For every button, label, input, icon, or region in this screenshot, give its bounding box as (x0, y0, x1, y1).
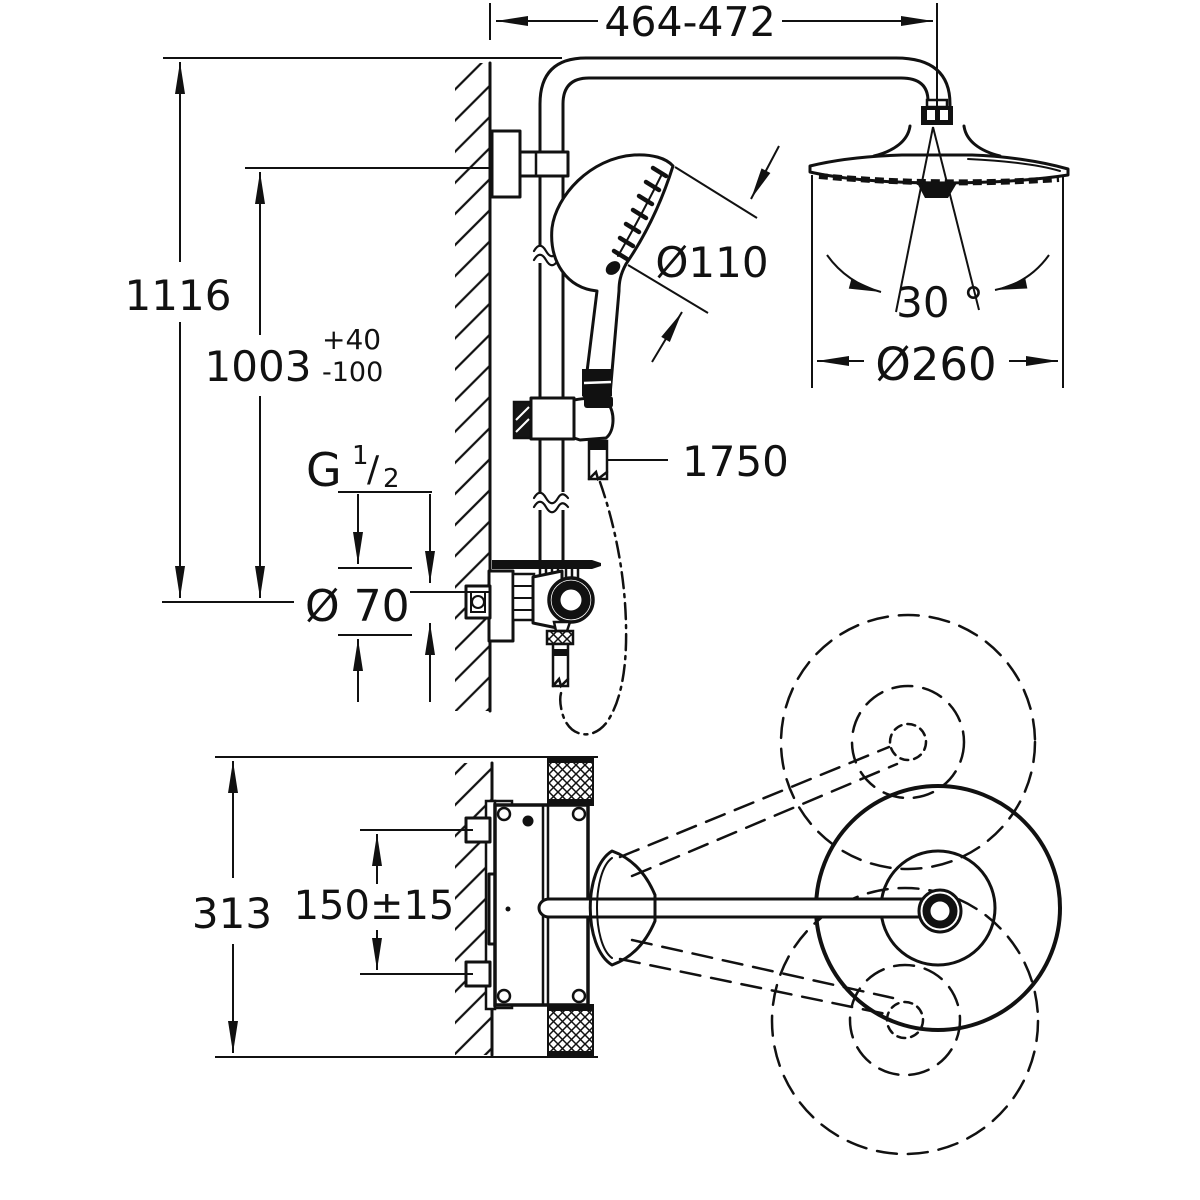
holder-body (529, 396, 576, 441)
spigot-flange (464, 584, 492, 620)
spray-nozzle-band (818, 173, 1060, 186)
bracket-clamp (518, 150, 570, 178)
dimensions-plan: 313 150±15 (192, 756, 598, 1058)
slide-rail-holder (512, 369, 615, 482)
dim-thread: G 1 / 2 (306, 441, 435, 702)
dim-hose-label: 1750 (682, 437, 789, 486)
dome-inner-line (967, 158, 1061, 172)
dim-tolerance-plus: +40 (322, 323, 381, 356)
dim-escutcheon-label: Ø 70 (305, 581, 410, 632)
swivel-arm-down (618, 957, 888, 1016)
frame-corner-screw (496, 806, 512, 822)
dim-tolerance-minus: -100 (322, 357, 383, 388)
dim-escutcheon: Ø 70 (305, 567, 489, 636)
valve-outlet-nut (545, 629, 575, 646)
head-shower-swivel-positions (618, 613, 1040, 1156)
dim-height-valve: 1003 +40 -100 (205, 167, 489, 598)
valve-handle-ring (551, 580, 591, 620)
dim-width-label: 464-472 (604, 0, 775, 46)
swivel-position-down (618, 886, 1040, 1156)
dim-spray-angle-label: 30 ° (896, 278, 984, 327)
arm-escutcheon-bell (588, 849, 657, 967)
dim-hose: 1750 (608, 437, 789, 486)
dim-width: 464-472 (489, 0, 938, 110)
swivel-arm-up (618, 745, 891, 859)
dim-depth: 313 (192, 756, 598, 1058)
bell-inner-line (596, 857, 613, 959)
arm-ball-ring (922, 893, 958, 929)
supply-spigot (464, 584, 492, 620)
thread-denominator: 2 (383, 464, 400, 494)
spigot-detail (471, 595, 485, 609)
dim-spray-angle: 30 ° (826, 126, 1050, 327)
dim-height-total: 1116 (125, 57, 562, 603)
shower-hose (558, 480, 628, 736)
frame-center-pin (505, 906, 511, 912)
finish-strip-upper (547, 756, 594, 806)
thread-slash: / (367, 449, 380, 490)
dim-height-valve-label: 1003 (205, 342, 312, 391)
valve-flange (492, 560, 592, 569)
holder-cap (584, 396, 613, 408)
dome-flare-left (872, 124, 912, 158)
pipe-inner-edge (561, 76, 930, 564)
pipe-outer-edge (538, 56, 952, 564)
rail-break-lower (532, 491, 570, 514)
dim-height-total-label: 1116 (125, 271, 232, 320)
plan-view: 313 150±15 (192, 613, 1062, 1156)
frame-corner-screw (571, 988, 587, 1004)
finish-strip-lower (547, 1004, 594, 1058)
finish-wall-strips (547, 756, 594, 1058)
plan-shower-arm (537, 849, 963, 967)
dim-headshower-label: Ø260 (875, 338, 996, 391)
swivel-position-up (618, 613, 1037, 878)
thread-numerator: 1 (352, 441, 369, 471)
valve-outlet-neck (552, 620, 572, 633)
dim-handshower: Ø110 (627, 145, 780, 363)
frame-corner-screw (496, 988, 512, 1004)
mixer-valve (487, 560, 601, 689)
dim-arm-offset-label: 150±15 (294, 883, 455, 929)
dome-flare-right (962, 124, 1002, 158)
arm-fill (539, 899, 922, 917)
valve-wall-plate (487, 569, 515, 643)
frame-corner-screw (571, 806, 587, 822)
dim-headshower: Ø260 (811, 175, 1064, 391)
dim-arm-offset: 150±15 (294, 829, 473, 975)
dimensions-side: 464-472 1116 1003 +40 -100 G (125, 0, 1064, 702)
side-view: 464-472 1116 1003 +40 -100 G (125, 0, 1070, 736)
frame-pin (522, 815, 534, 827)
dim-depth-label: 313 (192, 889, 272, 938)
shower-rail-pipe (538, 56, 952, 564)
hand-shower (550, 153, 675, 398)
thread-letter: G (306, 443, 342, 497)
rail-wall-bracket (490, 129, 570, 199)
bracket-plate (490, 129, 522, 199)
hand-shower-spray-face (611, 165, 669, 262)
dim-handshower-label: Ø110 (655, 238, 768, 287)
hand-shower-face-hub (605, 261, 621, 275)
